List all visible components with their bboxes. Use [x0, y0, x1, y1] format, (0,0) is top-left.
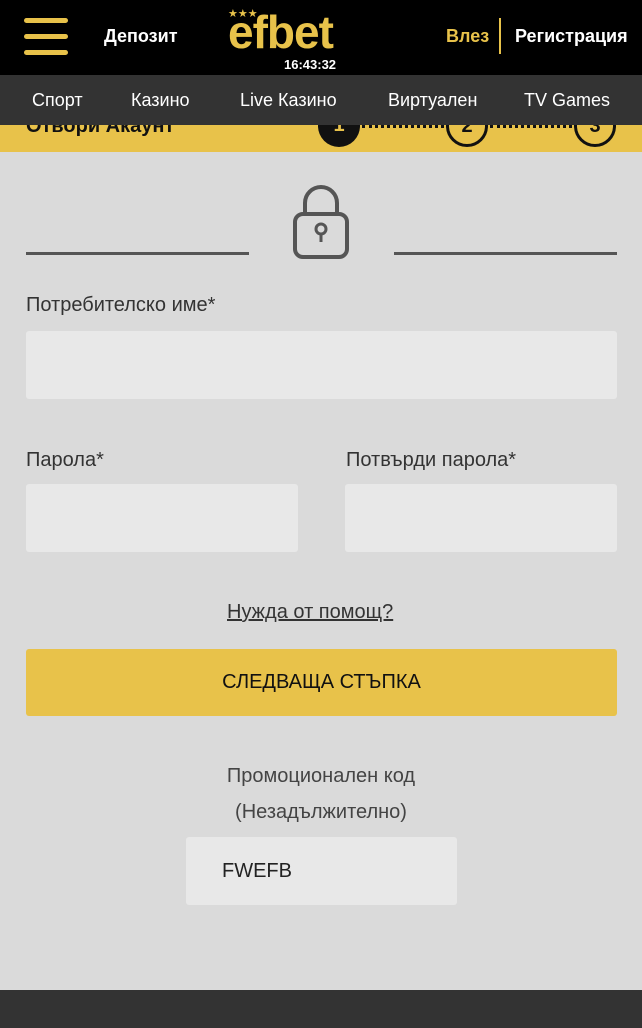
login-link[interactable]: Влез	[446, 26, 490, 46]
svg-text:★★★: ★★★	[228, 7, 258, 20]
clock: 16:43:32	[284, 57, 337, 72]
deposit-link[interactable]: Депозит	[104, 26, 178, 46]
register-link[interactable]: Регистрация	[515, 26, 628, 46]
password-input[interactable]	[26, 484, 298, 552]
next-step-button[interactable]: СЛЕДВАЩА СТЪПКА	[26, 649, 617, 716]
right-divider	[394, 252, 617, 255]
nav-item-live-casino[interactable]: Live Казино	[240, 90, 337, 110]
logo-text: efbet	[228, 6, 334, 58]
step-2-indicator: 2	[446, 125, 488, 147]
step-connector	[490, 125, 572, 128]
promo-code-input[interactable]	[186, 837, 457, 905]
confirm-password-input[interactable]	[345, 484, 617, 552]
username-input[interactable]	[26, 331, 617, 399]
promo-code-label: Промоционален код	[226, 765, 416, 787]
left-divider	[26, 252, 249, 255]
password-label: Парола*	[26, 449, 104, 471]
step-connector	[362, 125, 444, 128]
registration-steps: Отвори Акаунт 1 2 3	[0, 125, 642, 152]
promo-code-optional-label: (Незадължително)	[235, 801, 407, 823]
nav-item-casino[interactable]: Казино	[131, 90, 190, 110]
confirm-password-label: Потвърди парола*	[346, 449, 517, 471]
nav-item-sport[interactable]: Спорт	[32, 90, 83, 110]
nav-item-virtual[interactable]: Виртуален	[388, 90, 478, 110]
header-divider	[499, 18, 501, 54]
help-link[interactable]: Нужда от помощ?	[227, 601, 394, 623]
username-label: Потребителско име*	[26, 294, 216, 316]
main-nav: Спорт Казино Live Казино Виртуален TV Ga…	[0, 75, 642, 125]
top-bar: Депозит ★★★ efbet 16:43:32 Влез Регистра…	[0, 0, 642, 75]
step-1-indicator: 1	[318, 125, 360, 147]
footer-bar	[0, 990, 642, 1028]
nav-item-tv-games[interactable]: TV Games	[524, 90, 611, 110]
efbet-logo[interactable]: ★★★ efbet	[228, 6, 398, 58]
hamburger-menu-icon[interactable]	[24, 18, 68, 56]
steps-title: Отвори Акаунт	[26, 125, 175, 137]
padlock-icon	[293, 185, 349, 259]
logo-stars-icon: ★★★	[228, 7, 258, 20]
step-3-indicator: 3	[574, 125, 616, 147]
